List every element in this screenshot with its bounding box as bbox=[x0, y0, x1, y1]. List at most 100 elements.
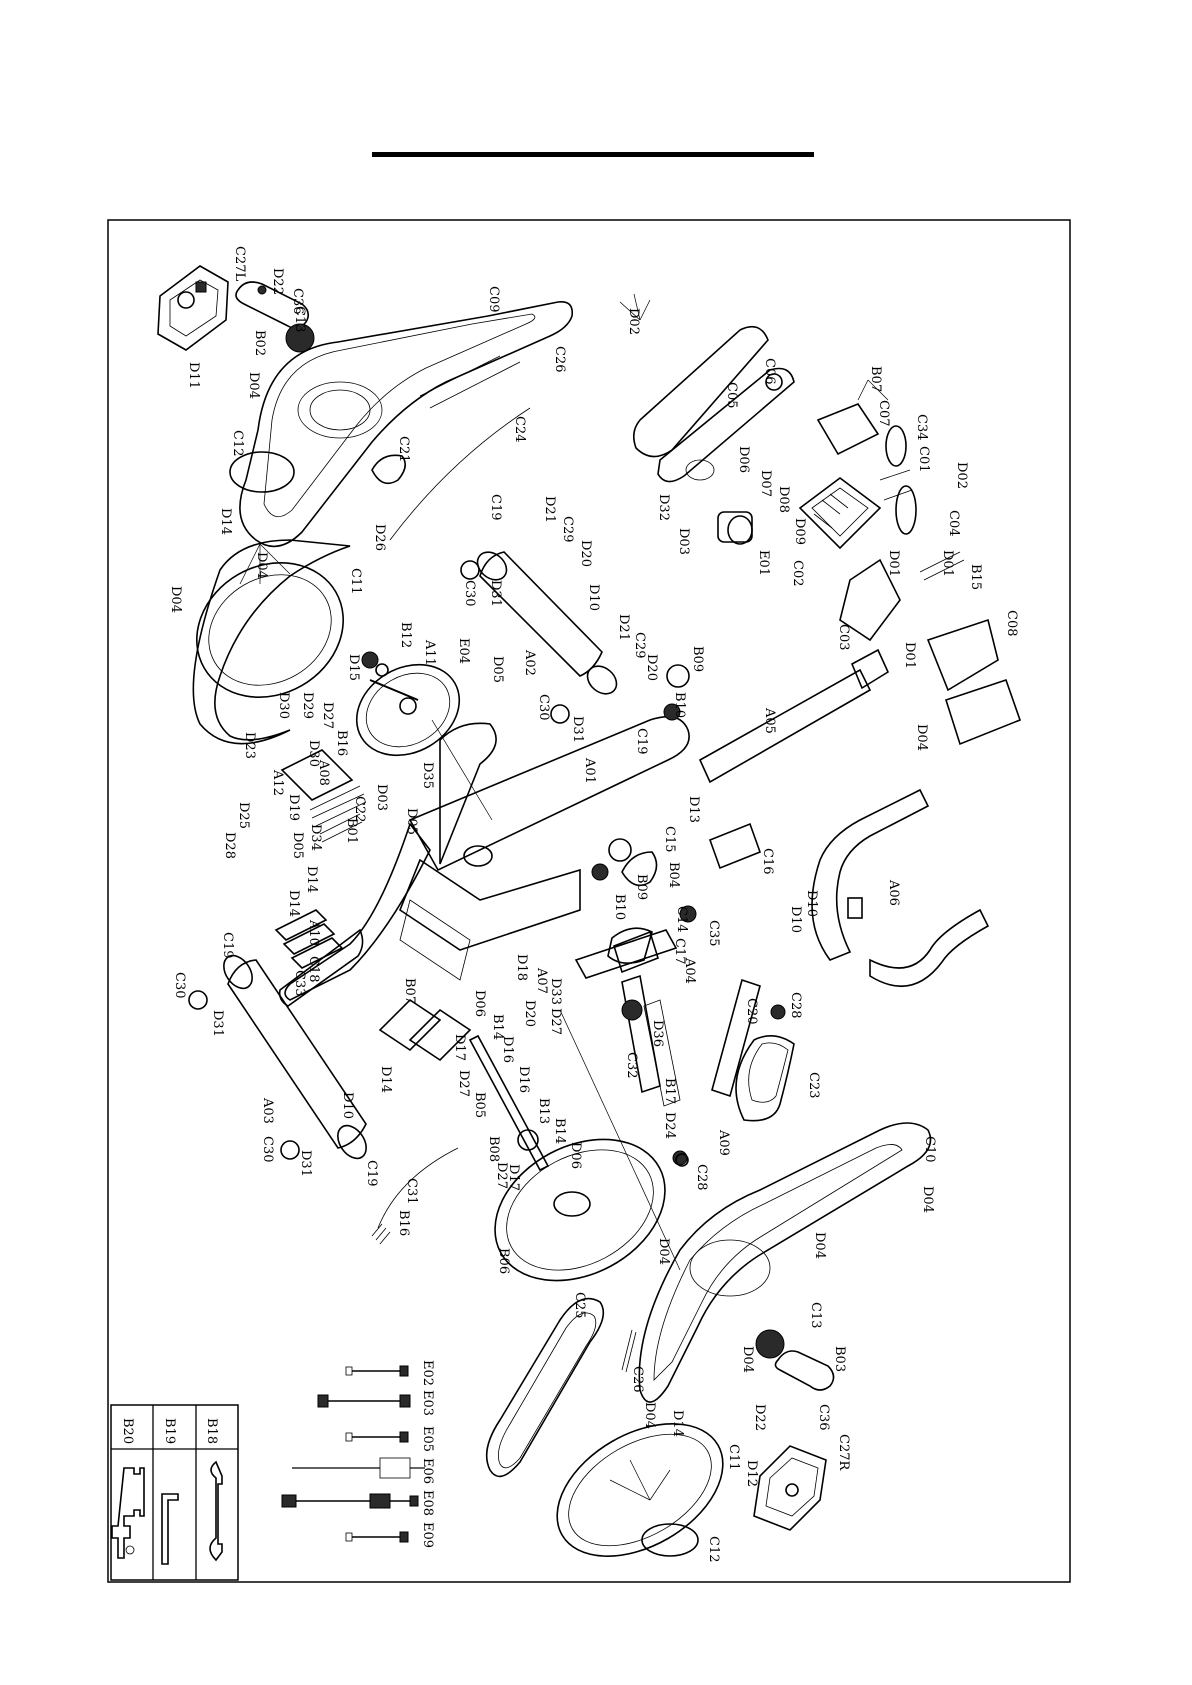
part-label: B08 bbox=[486, 1136, 501, 1162]
part-label: A12 bbox=[270, 769, 285, 796]
left-chain-wheel-disc bbox=[285, 323, 315, 353]
part-label: C12 bbox=[706, 1536, 721, 1563]
handle-post-a04 bbox=[574, 929, 678, 1094]
part-label: A06 bbox=[886, 879, 901, 906]
part-label: C27L bbox=[232, 246, 247, 281]
left-flywheel-cover bbox=[192, 539, 351, 745]
part-label: D27 bbox=[494, 1162, 509, 1189]
part-label: B16 bbox=[396, 1210, 411, 1236]
part-label: C11 bbox=[348, 568, 363, 595]
part-label: D05 bbox=[290, 832, 305, 859]
part-label: D14 bbox=[304, 866, 319, 893]
part-label: C18 bbox=[306, 956, 321, 983]
cable-e08 bbox=[281, 1493, 419, 1509]
resistance-spring-assembly bbox=[280, 749, 367, 843]
tension-knob bbox=[621, 851, 658, 887]
part-label: C16 bbox=[760, 848, 775, 875]
part-label: D04 bbox=[812, 1232, 827, 1259]
part-label: D10 bbox=[340, 1092, 355, 1119]
knob-b09-lower bbox=[608, 838, 632, 862]
part-label: D04 bbox=[254, 552, 269, 579]
part-label: A08 bbox=[316, 759, 331, 786]
part-label: C08 bbox=[1004, 610, 1019, 637]
cable-label: E03 bbox=[420, 1390, 435, 1416]
part-label: C23 bbox=[806, 1072, 821, 1099]
part-label: D12 bbox=[744, 1460, 759, 1487]
part-label: B14 bbox=[490, 1014, 505, 1040]
part-label: A10 bbox=[306, 919, 321, 946]
diagram-frame bbox=[107, 219, 1071, 1583]
part-label: C19 bbox=[634, 728, 649, 755]
part-label: C05 bbox=[724, 382, 739, 409]
part-label: D31 bbox=[298, 1150, 313, 1177]
part-label: A05 bbox=[762, 707, 777, 734]
cable-e02 bbox=[345, 1365, 409, 1377]
part-label: D04 bbox=[656, 1238, 671, 1265]
part-label: D02 bbox=[626, 308, 641, 335]
part-label: A04 bbox=[682, 957, 697, 984]
part-label: D03 bbox=[374, 784, 389, 811]
open-wrench-icon bbox=[111, 1467, 145, 1559]
cable-label: E06 bbox=[420, 1458, 435, 1484]
part-label: C26 bbox=[552, 346, 567, 373]
part-label: C11 bbox=[726, 1444, 741, 1471]
part-label: D06 bbox=[568, 1142, 583, 1169]
part-label: D19 bbox=[286, 794, 301, 821]
part-label: D01 bbox=[886, 550, 901, 577]
part-label: D14 bbox=[378, 1066, 393, 1093]
part-label: C07 bbox=[876, 400, 891, 427]
part-label: C19 bbox=[488, 494, 503, 521]
cable-e03 bbox=[317, 1394, 411, 1408]
part-label: D14 bbox=[286, 890, 301, 917]
left-cover-cap bbox=[229, 451, 295, 493]
part-label: D04 bbox=[642, 1402, 657, 1429]
part-label: D04 bbox=[246, 372, 261, 399]
seat-sleeve-c16 bbox=[708, 822, 762, 870]
part-label: D32 bbox=[656, 494, 671, 521]
drive-pulley-b06 bbox=[494, 1138, 666, 1282]
front-stabilizer-a02 bbox=[476, 551, 618, 695]
part-label: D28 bbox=[222, 832, 237, 859]
part-label: C27R bbox=[836, 1434, 851, 1471]
part-label: D20 bbox=[522, 1000, 537, 1027]
part-label: D04 bbox=[920, 1186, 935, 1213]
right-pedal bbox=[753, 1445, 827, 1531]
part-label: D07 bbox=[758, 470, 773, 497]
part-label: D27 bbox=[456, 1070, 471, 1097]
part-label: D21 bbox=[542, 496, 557, 523]
part-label: D31 bbox=[570, 716, 585, 743]
part-label: C21 bbox=[396, 436, 411, 463]
magnet-coil bbox=[879, 425, 917, 535]
part-label: D35 bbox=[420, 762, 435, 789]
saddle bbox=[735, 1035, 795, 1122]
cable-e05 bbox=[345, 1431, 409, 1443]
cable-e09 bbox=[345, 1531, 409, 1543]
part-label: C13 bbox=[292, 306, 307, 333]
part-label: B07 bbox=[402, 978, 417, 1004]
part-label: B05 bbox=[472, 1092, 487, 1118]
part-label: A09 bbox=[716, 1129, 731, 1156]
motor-housing-c02 bbox=[798, 477, 882, 550]
right-cover-cap bbox=[641, 1523, 699, 1557]
part-label: B07 bbox=[868, 366, 883, 392]
part-label: C22 bbox=[352, 796, 367, 823]
magnet-bracket-c03 bbox=[839, 558, 901, 642]
console-covers bbox=[632, 325, 795, 483]
part-label: D06 bbox=[472, 990, 487, 1017]
cable-label: E09 bbox=[420, 1522, 435, 1548]
part-label: C30 bbox=[172, 972, 187, 999]
part-label: B10 bbox=[612, 894, 627, 920]
part-label: C03 bbox=[836, 624, 851, 651]
part-label: C24 bbox=[512, 416, 527, 443]
seat-post-a05 bbox=[698, 668, 872, 784]
part-label: C30 bbox=[462, 580, 477, 607]
part-label: B03 bbox=[832, 1346, 847, 1372]
part-label: D09 bbox=[792, 518, 807, 545]
right-chain-wheel-disc bbox=[755, 1329, 785, 1359]
part-label: C14 bbox=[674, 906, 689, 933]
part-label: D29 bbox=[300, 692, 315, 719]
drive-belt bbox=[485, 1297, 605, 1478]
part-label: B16 bbox=[334, 730, 349, 756]
